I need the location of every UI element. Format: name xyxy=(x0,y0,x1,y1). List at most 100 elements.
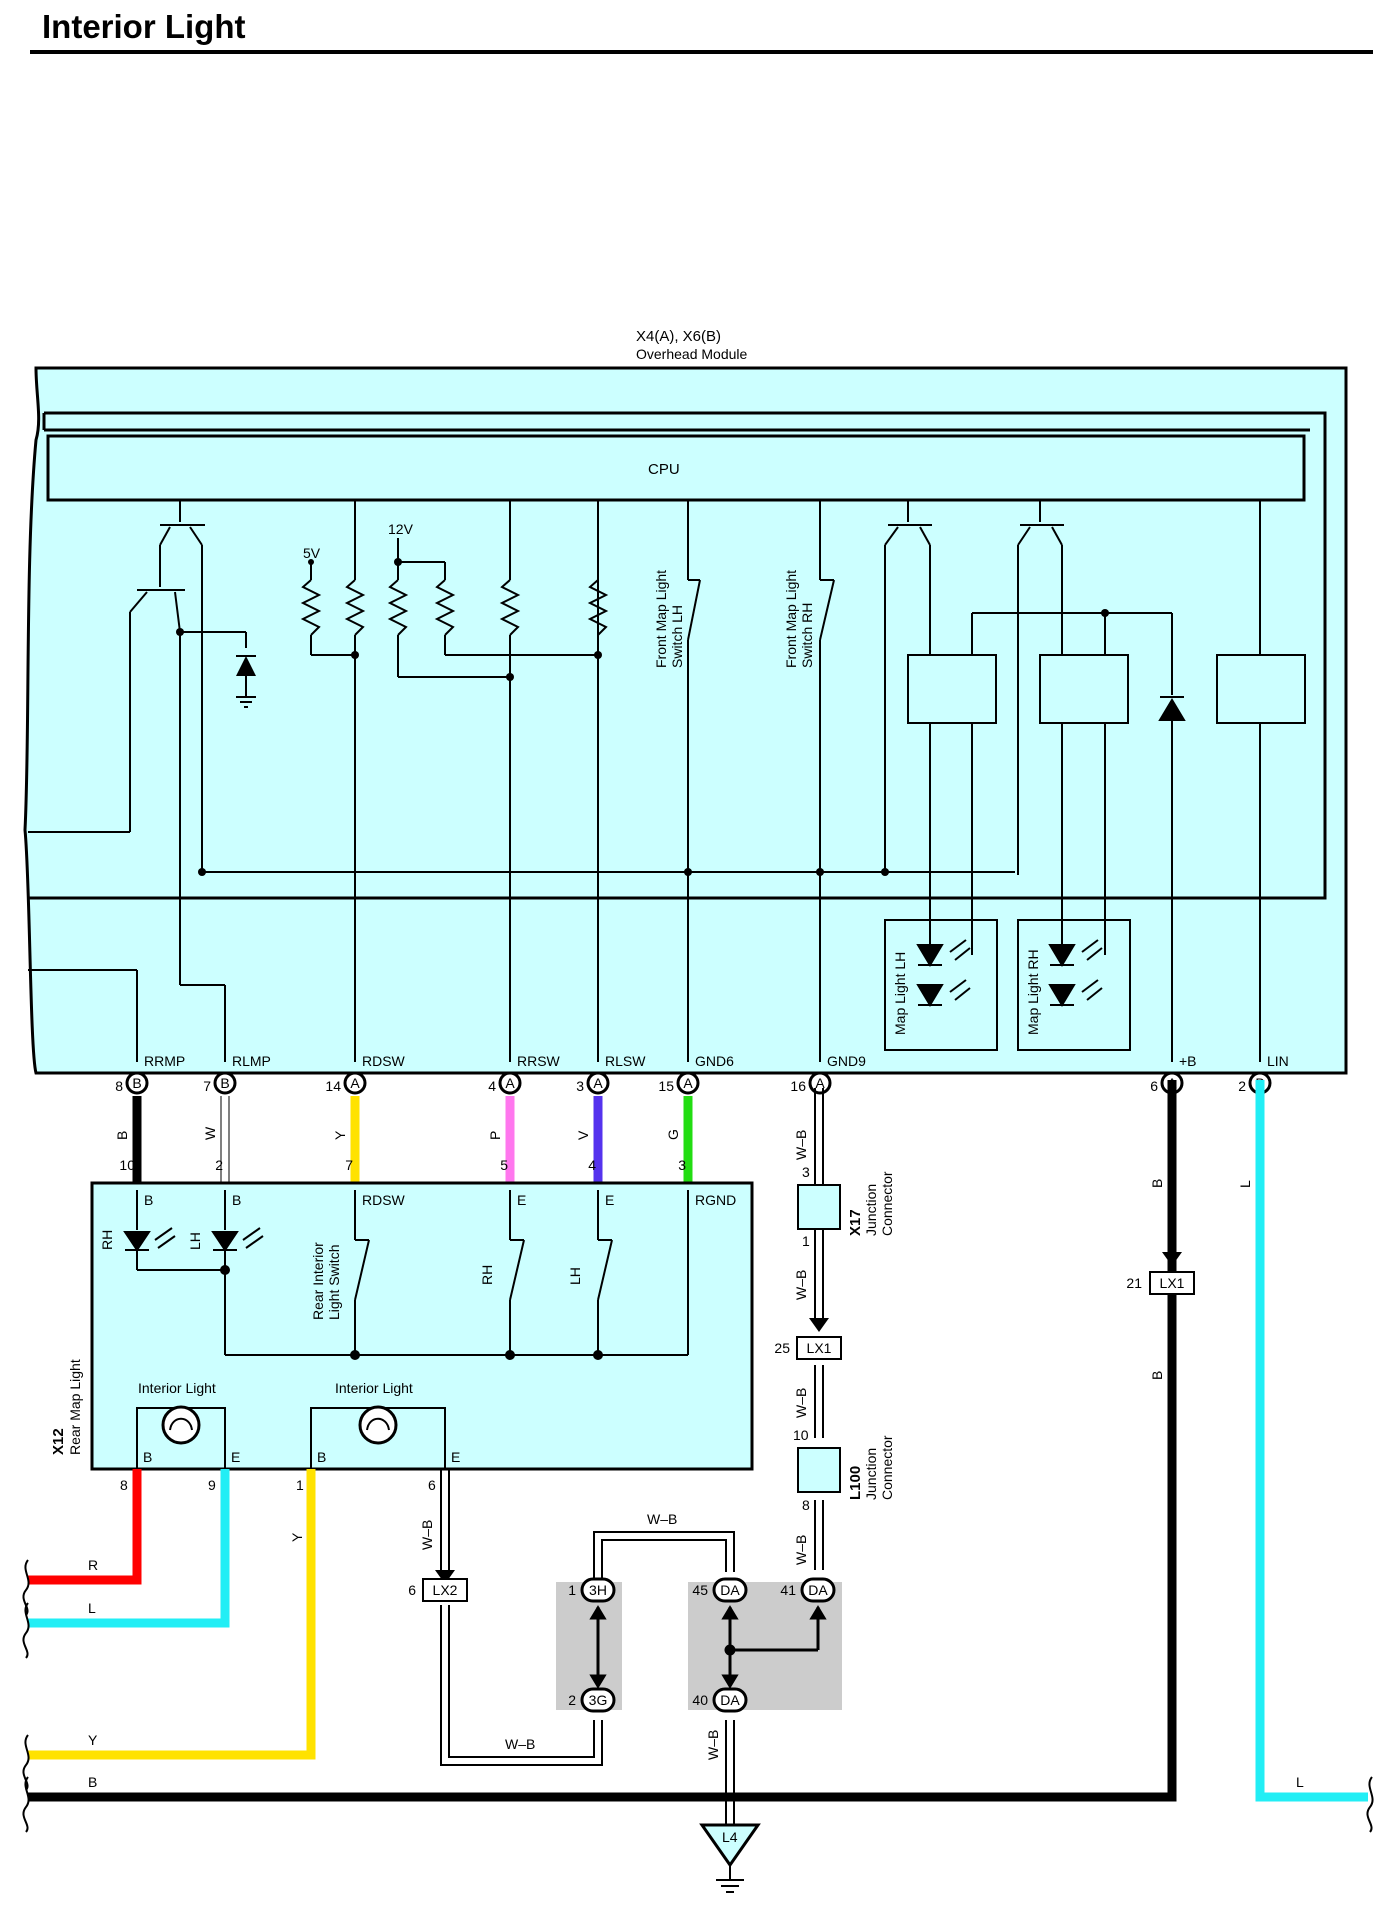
wire-label-y-bottom: Y xyxy=(88,1732,98,1748)
module-internal-circuit xyxy=(28,500,1306,1062)
pin-number: 15 xyxy=(658,1078,674,1094)
pin-connector-letter: B xyxy=(220,1075,229,1091)
rear-pin-8: 8 xyxy=(120,1477,128,1493)
rear-top-label: RGND xyxy=(695,1192,736,1208)
pin-number: 7 xyxy=(203,1078,211,1094)
interior-lamp-icons xyxy=(161,1405,398,1445)
rear-interior-switch-label: Rear InteriorLight Switch xyxy=(310,1242,342,1320)
pin-number: 3 xyxy=(576,1078,584,1094)
pin-connector-circle xyxy=(343,1071,367,1095)
rear-top-pin-number: 2 xyxy=(215,1157,223,1173)
rear-top-label: B xyxy=(232,1192,241,1208)
connector-pin: 2 xyxy=(568,1692,576,1708)
pin-connector-letter: A xyxy=(683,1075,693,1091)
connector-label: DA xyxy=(720,1582,740,1598)
pin-number: 14 xyxy=(325,1078,341,1094)
wb-label-5: W–B xyxy=(419,1520,435,1550)
pin-name: LIN xyxy=(1267,1053,1289,1069)
text-line: Junction xyxy=(863,1448,879,1500)
lamp2-term-e: E xyxy=(451,1449,460,1465)
wb-label-3: W–B xyxy=(793,1388,809,1418)
connector-pin: 41 xyxy=(780,1582,796,1598)
junction-x17-pin-bottom: 1 xyxy=(802,1233,810,1249)
wire-blue-left xyxy=(28,1469,230,1628)
module-name: Overhead Module xyxy=(636,346,748,362)
wire-label-b-right1: B xyxy=(1149,1179,1165,1188)
connector-pin: 40 xyxy=(692,1692,708,1708)
voltage-5v: 5V xyxy=(303,545,321,561)
rear-top-pin-number: 7 xyxy=(345,1157,353,1173)
connector-pill xyxy=(580,1687,616,1713)
wire-yellow xyxy=(28,1469,316,1760)
ground-symbol xyxy=(716,1865,744,1893)
pin-name: GND9 xyxy=(827,1053,866,1069)
text-line: Rear Interior xyxy=(310,1242,326,1320)
pin-connector-circle xyxy=(213,1071,237,1095)
wire-color-label: V xyxy=(575,1130,591,1140)
lamp-filament-2 xyxy=(366,1417,390,1431)
junction-x17-code: X17 xyxy=(847,1209,864,1236)
text-line: Switch RH xyxy=(799,603,815,668)
connector-label: DA xyxy=(720,1692,740,1708)
connector-pill xyxy=(712,1687,748,1713)
rear-led-lh-label: LH xyxy=(187,1232,203,1250)
front-map-switch-rh-label: Front Map LightSwitch RH xyxy=(783,570,815,668)
wire-blue-right xyxy=(1255,1080,1368,1802)
wire-color-label: P xyxy=(487,1131,503,1140)
pin-number: 2 xyxy=(1238,1078,1246,1094)
text-line: Connector xyxy=(879,1171,895,1236)
wb-label-4: W–B xyxy=(793,1535,809,1565)
wire-red xyxy=(28,1469,142,1585)
pin-name: GND6 xyxy=(695,1053,734,1069)
interior-light-label-1: Interior Light xyxy=(138,1380,216,1396)
ground-l4-triangle xyxy=(699,1823,761,1868)
pin-connector-letter: A xyxy=(815,1075,825,1091)
connector-j3g: 3G2 xyxy=(568,1687,616,1713)
interior-light-label-2: Interior Light xyxy=(335,1380,413,1396)
pin-connector-letter: A xyxy=(505,1075,515,1091)
lamp1-term-e: E xyxy=(231,1449,240,1465)
wb-label-7: W–B xyxy=(505,1736,535,1752)
connector-box xyxy=(1149,1271,1195,1295)
wb-label-8: W–B xyxy=(705,1730,721,1760)
map-light-rh-label: Map Light RH xyxy=(1025,949,1041,1035)
pin-number: 16 xyxy=(790,1078,806,1094)
voltage-12v: 12V xyxy=(388,521,414,537)
pin-name: +B xyxy=(1179,1053,1197,1069)
rear-top-pin-number: 5 xyxy=(500,1157,508,1173)
junction-dots xyxy=(176,558,1109,876)
wire-color-label: W xyxy=(202,1126,218,1140)
map-light-lh-label: Map Light LH xyxy=(892,952,908,1035)
pin-number: 8 xyxy=(115,1078,123,1094)
pin-name: RDSW xyxy=(362,1053,406,1069)
lamp-filament-1 xyxy=(169,1417,193,1431)
page-title: Interior Light xyxy=(42,8,245,45)
text-line: Light Switch xyxy=(326,1245,342,1320)
pin-name: RLMP xyxy=(232,1053,271,1069)
connector-pill xyxy=(580,1577,616,1603)
zener-diode xyxy=(236,656,256,676)
pin-connector-circle xyxy=(676,1071,700,1095)
pin-number: 6 xyxy=(1150,1078,1158,1094)
pin-connector-circle xyxy=(498,1071,522,1095)
text-line: Connector xyxy=(879,1435,895,1500)
module-pin-gnd9: GND9 16 A xyxy=(790,1053,866,1095)
text-line: Front Map Light xyxy=(783,570,799,668)
rear-map-light-name: Rear Map Light xyxy=(67,1359,83,1455)
junction-l100-name: JunctionConnector xyxy=(863,1435,895,1500)
connector-box xyxy=(422,1578,468,1602)
connector-box xyxy=(796,1336,842,1360)
junction-l100-box xyxy=(797,1447,841,1493)
map-light-leds xyxy=(916,939,1103,1007)
connector-pin: 21 xyxy=(1126,1275,1142,1291)
splice-panel-da xyxy=(688,1582,842,1710)
text-line: Switch LH xyxy=(669,605,685,668)
wb-label-2: W–B xyxy=(793,1270,809,1300)
pin-connector-circle xyxy=(125,1071,149,1095)
